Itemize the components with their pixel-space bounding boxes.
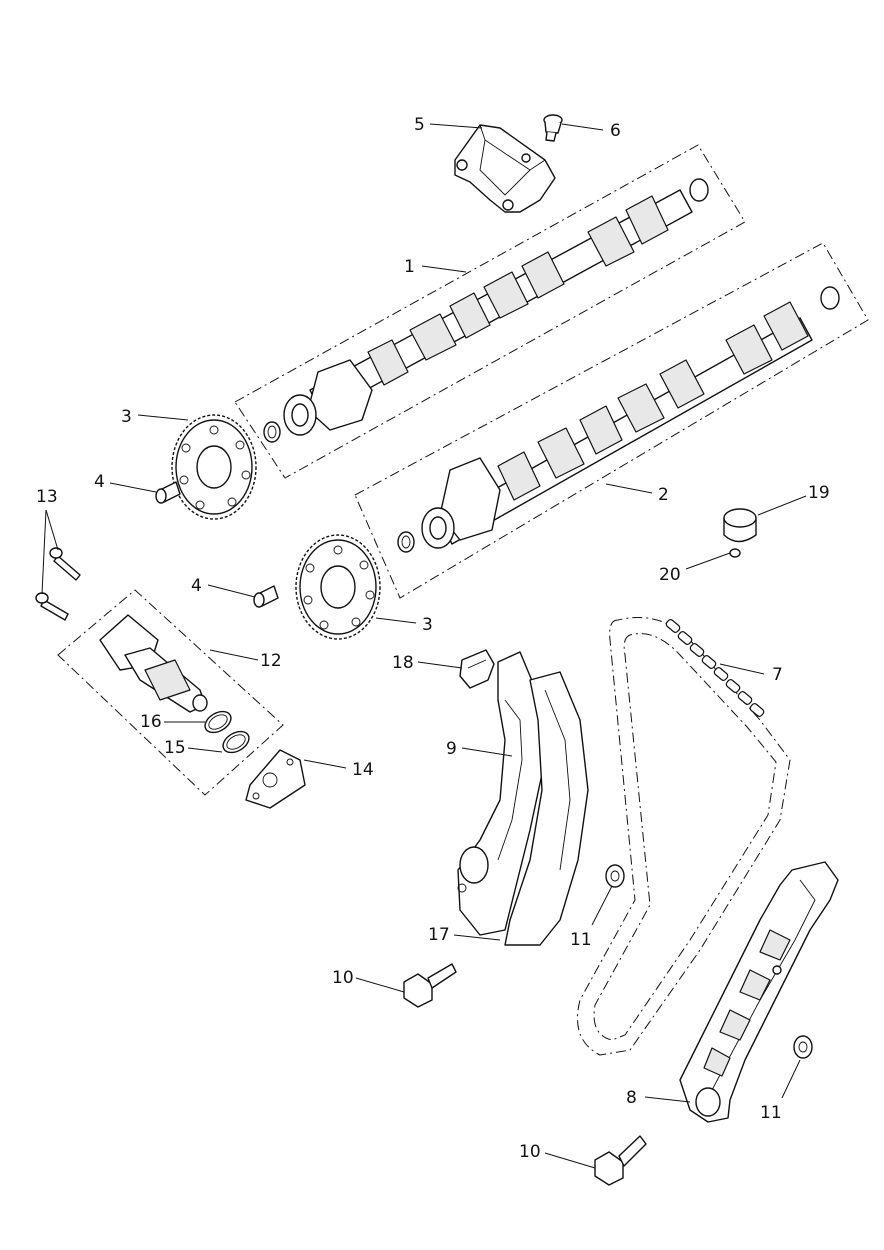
- tensioner-boundary: [57, 589, 284, 796]
- part-3-sprocket-upper: [171, 414, 257, 520]
- callout-15: 15: [164, 738, 186, 758]
- part-12-tensioner-assembly: [57, 589, 284, 796]
- part-18-clip: [459, 649, 495, 689]
- callout-11-upper: 11: [570, 930, 592, 950]
- part-5-bracket: [454, 124, 556, 213]
- camshaft-2-boundary: [354, 242, 869, 599]
- callout-6: 6: [610, 121, 621, 141]
- part-2-camshaft-assembly: [354, 242, 869, 599]
- callout-labels: 5 6 1 3 4 13 4 3 2 19 20 18 7 12 16 15 9…: [36, 115, 830, 1162]
- callout-20: 20: [659, 565, 681, 585]
- callout-5: 5: [414, 115, 425, 135]
- callout-2: 2: [658, 485, 669, 505]
- part-11-washer-upper: [605, 864, 625, 888]
- part-17-chain-guide: [504, 671, 589, 946]
- callout-9: 9: [446, 739, 457, 759]
- part-6-bolt: [543, 114, 563, 142]
- part-16-o-ring: [204, 710, 232, 734]
- part-19-tappet: [723, 508, 757, 543]
- part-8-tensioner-blade: [679, 861, 839, 1123]
- callout-1: 1: [404, 257, 415, 277]
- part-11-washer-lower: [793, 1035, 813, 1059]
- callout-11-lower: 11: [760, 1103, 782, 1123]
- callout-3-upper: 3: [121, 407, 132, 427]
- part-10-bolt-upper: [403, 963, 457, 1008]
- part-4-bolt-upper: [155, 481, 181, 504]
- part-3-sprocket-lower: [295, 534, 381, 640]
- callout-4-lower: 4: [191, 576, 202, 596]
- callout-18: 18: [392, 653, 414, 673]
- part-15-o-ring: [222, 730, 250, 754]
- callout-8: 8: [626, 1088, 637, 1108]
- callout-4-upper: 4: [94, 472, 105, 492]
- callout-10-lower: 10: [519, 1142, 541, 1162]
- callout-16: 16: [140, 712, 162, 732]
- camshaft-2-lobes: [497, 301, 809, 501]
- chain-links-visible: [665, 619, 765, 717]
- part-1-camshaft-assembly: [234, 144, 746, 479]
- part-20-shim: [729, 548, 741, 558]
- callout-19: 19: [808, 483, 830, 503]
- part-10-bolt-lower: [594, 1135, 647, 1186]
- camshaft-1-lobes: [367, 195, 669, 386]
- part-7-cam-chain: [577, 617, 791, 1056]
- callout-17: 17: [428, 925, 450, 945]
- part-13-bolts: [35, 547, 81, 621]
- callout-14: 14: [352, 760, 374, 780]
- part-14-gasket: [245, 749, 306, 809]
- part-4-bolt-lower: [253, 585, 279, 608]
- callout-3-lower: 3: [422, 615, 433, 635]
- leader-lines: [41, 123, 807, 1169]
- callout-10-upper: 10: [332, 968, 354, 988]
- callout-7: 7: [772, 665, 783, 685]
- callout-12: 12: [260, 651, 282, 671]
- callout-13: 13: [36, 487, 58, 507]
